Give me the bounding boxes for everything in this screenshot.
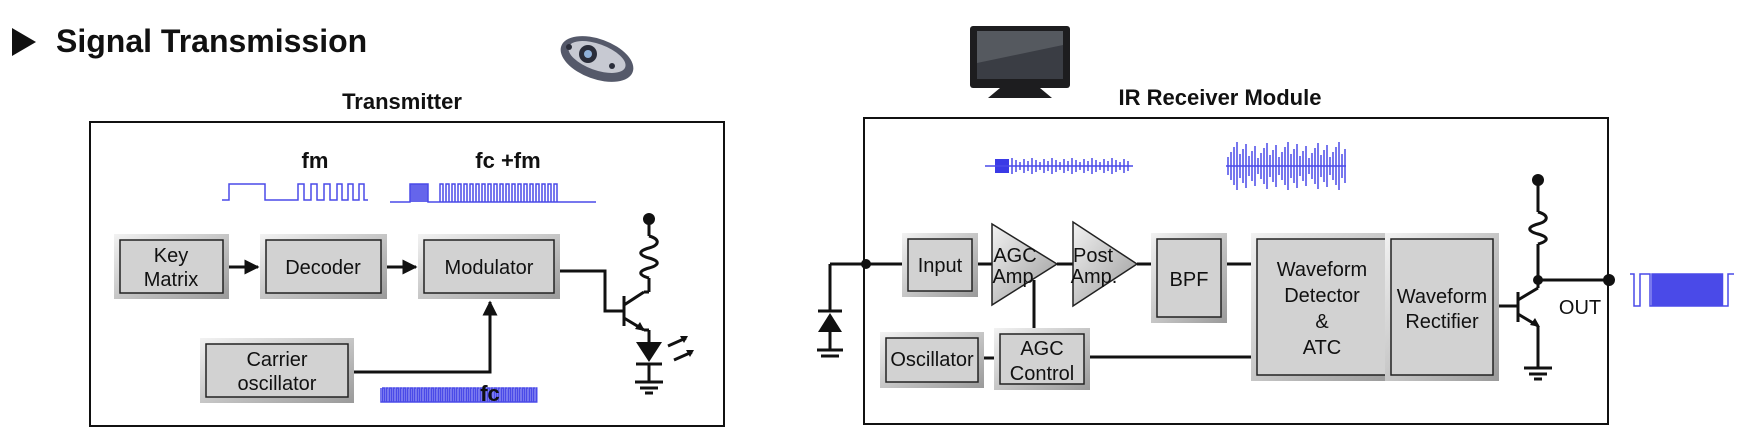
agc-control-line1: AGC bbox=[1020, 338, 1063, 360]
waveform-detector-block: Waveform Detector & ATC bbox=[1251, 233, 1393, 381]
detector-line1: Waveform bbox=[1277, 259, 1367, 281]
agc-control-block: AGC Control bbox=[994, 328, 1090, 390]
receiver-ground-icon bbox=[1524, 366, 1552, 381]
input-label: Input bbox=[918, 255, 963, 277]
modulator-block: Modulator bbox=[418, 234, 560, 299]
key-matrix-block: Key Matrix bbox=[114, 234, 229, 299]
agc-control-line2: Control bbox=[1010, 363, 1074, 385]
carrier-line2: oscillator bbox=[238, 373, 317, 395]
fc-fm-waveform bbox=[390, 183, 596, 203]
agc-amp-block: AGC Amp bbox=[991, 222, 1059, 307]
transmitter-ground-icon bbox=[635, 380, 663, 395]
wire-modulator-transistor bbox=[560, 269, 624, 313]
play-arrow-icon bbox=[12, 28, 36, 56]
output-label: OUT bbox=[1559, 297, 1601, 319]
carrier-line1: Carrier bbox=[246, 349, 307, 371]
ir-led-icon bbox=[636, 328, 694, 382]
oscillator-label: Oscillator bbox=[890, 349, 974, 371]
agc-amp-line1: AGC bbox=[993, 245, 1036, 267]
fc-carrier-waveform bbox=[380, 387, 538, 403]
output-pullup-resistor-icon bbox=[1528, 174, 1548, 280]
decoder-block: Decoder bbox=[260, 234, 387, 299]
output-transistor-icon bbox=[1516, 280, 1540, 368]
post-amp-line1: Post bbox=[1073, 245, 1113, 267]
received-signal-waveform bbox=[985, 158, 1133, 174]
detector-line2: Detector bbox=[1284, 285, 1360, 307]
page-title: Signal Transmission bbox=[56, 23, 367, 59]
modulator-label: Modulator bbox=[445, 257, 534, 279]
transmitter-coil-icon bbox=[639, 213, 659, 294]
output-waveform bbox=[1630, 273, 1734, 307]
carrier-oscillator-block: Carrier oscillator bbox=[200, 338, 354, 403]
remote-control-icon bbox=[560, 36, 634, 82]
rectifier-line1: Waveform bbox=[1397, 286, 1487, 308]
amplified-signal-waveform bbox=[1226, 142, 1346, 190]
waveform-rectifier-block: Waveform Rectifier bbox=[1385, 233, 1499, 381]
post-amp-block: Post Amp. bbox=[1071, 220, 1139, 308]
oscillator-block: Oscillator bbox=[880, 332, 984, 388]
input-block: Input bbox=[902, 233, 978, 297]
detector-line3: & bbox=[1315, 311, 1329, 333]
decoder-label: Decoder bbox=[285, 257, 361, 279]
signal-fm-label: fm bbox=[302, 148, 329, 173]
wire-carrier-modulator bbox=[354, 300, 498, 374]
television-icon bbox=[970, 26, 1070, 98]
output-terminal bbox=[1603, 274, 1615, 286]
photodiode-icon bbox=[817, 262, 866, 358]
detector-line4: ATC bbox=[1303, 337, 1342, 359]
key-matrix-line1: Key bbox=[154, 245, 188, 267]
bpf-label: BPF bbox=[1170, 269, 1209, 291]
post-amp-line2: Amp. bbox=[1071, 266, 1118, 288]
fm-waveform bbox=[222, 183, 368, 201]
receiver-title: IR Receiver Module bbox=[1119, 85, 1322, 110]
signal-fc-label: fc bbox=[480, 381, 500, 406]
signal-fc-fm-label: fc +fm bbox=[475, 148, 540, 173]
key-matrix-line2: Matrix bbox=[144, 269, 198, 291]
bpf-block: BPF bbox=[1151, 233, 1227, 323]
rectifier-line2: Rectifier bbox=[1405, 311, 1479, 333]
transmitter-title: Transmitter bbox=[342, 89, 462, 114]
agc-amp-line2: Amp bbox=[992, 266, 1033, 288]
transmitter-transistor-icon bbox=[622, 290, 645, 332]
